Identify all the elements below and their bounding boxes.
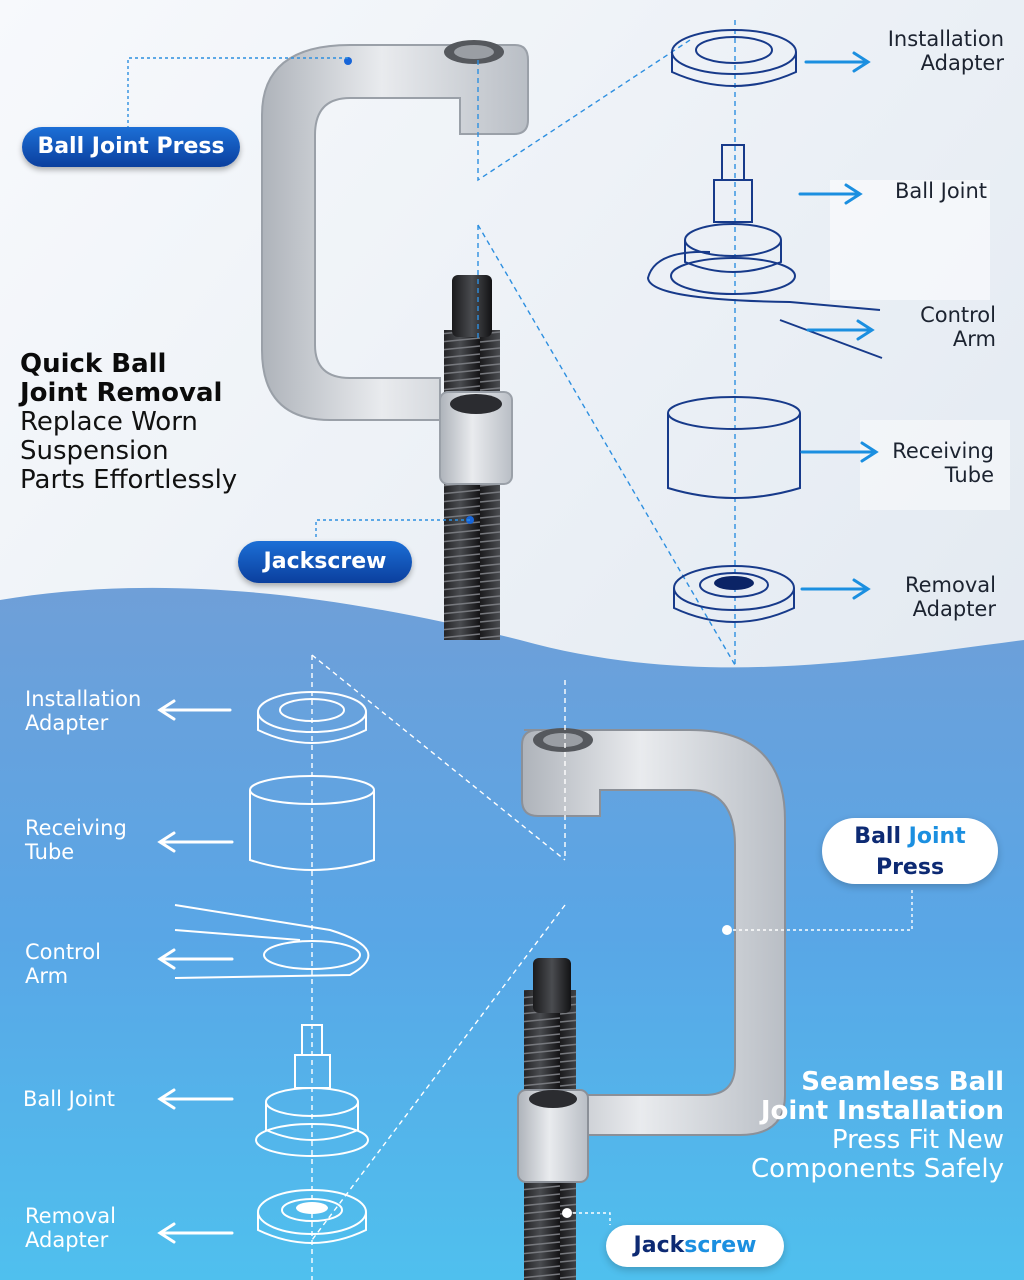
callout-jackscrew-top: Jackscrew (238, 541, 412, 583)
removal-headline-1: Quick Ball (20, 349, 167, 379)
install-text-block: Seamless Ball Joint Installation Press F… (700, 1067, 1004, 1185)
removal-text-block: Quick Ball Joint Removal Replace Worn Su… (20, 349, 280, 496)
label-control-arm-top: Control Arm (920, 303, 996, 351)
label-removal-adapter-top: Removal Adapter (904, 573, 996, 621)
install-body-1: Press Fit New (831, 1125, 1004, 1156)
label-removal-adapter-bottom: Removal Adapter (25, 1204, 117, 1252)
callout-ball-joint-press-top: Ball Joint Press (22, 127, 240, 167)
install-headline-1: Seamless Ball (801, 1067, 1004, 1097)
label-receiving-tube-top: Receiving Tube (892, 439, 994, 487)
callout-ball-joint-press-bottom: Ball Joint Press (822, 818, 998, 884)
removal-body-1: Replace Worn (20, 407, 198, 438)
removal-headline-2: Joint Removal (20, 378, 223, 409)
callout-jackscrew-bottom: Jackscrew (606, 1225, 784, 1267)
label-installation-adapter-bottom: Installation Adapter (25, 687, 142, 735)
removal-body-3: Parts Effortlessly (20, 465, 238, 496)
label-ball-joint-top: Ball Joint (895, 179, 988, 203)
label-ball-joint-bottom: Ball Joint (23, 1087, 116, 1111)
label-receiving-tube-bottom: Receiving Tube (25, 816, 127, 864)
install-headline-2: Joint Installation (760, 1096, 1004, 1127)
label-control-arm-bottom: Control Arm (25, 940, 101, 988)
label-installation-adapter-top: Installation Adapter (887, 27, 1004, 75)
removal-body-2: Suspension (20, 436, 169, 467)
install-body-2: Components Safely (751, 1154, 1004, 1185)
